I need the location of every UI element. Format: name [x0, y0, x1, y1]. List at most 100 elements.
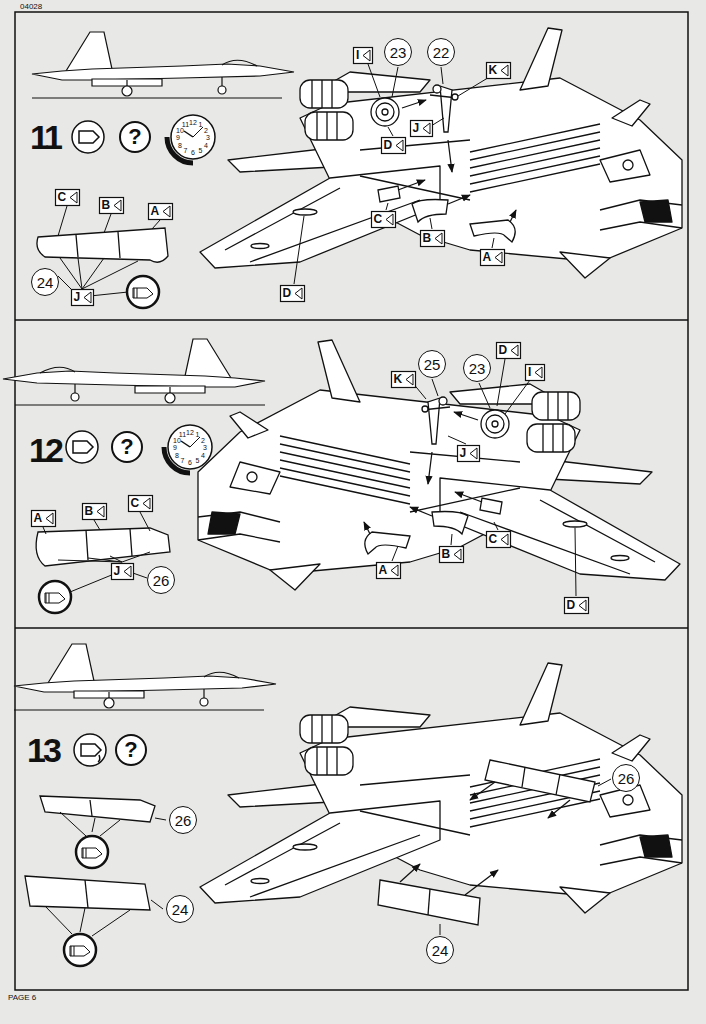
door-parts	[400, 864, 420, 882]
callout-number: 25	[418, 350, 446, 378]
flag-box	[376, 562, 400, 578]
leader-line	[431, 118, 444, 126]
part-letter: A	[379, 564, 388, 576]
part-flag: J	[410, 120, 433, 137]
clock-icon	[164, 447, 190, 473]
clock-numeral: 7	[181, 456, 185, 463]
flag-notch	[97, 506, 104, 517]
glue-icon	[74, 734, 106, 766]
part-letter: D	[384, 139, 393, 151]
flag-notch	[511, 345, 518, 356]
flag-notch	[391, 565, 398, 576]
clock-icon	[181, 441, 190, 447]
callout-number: 24	[31, 268, 59, 296]
clock-numeral: 5	[196, 456, 200, 463]
door-parts	[378, 880, 480, 925]
help-mark: ?	[120, 436, 133, 458]
help-symbol: ?	[119, 121, 151, 153]
door-assembly	[86, 529, 132, 560]
flag-notch	[386, 214, 393, 225]
leader-line	[575, 528, 576, 596]
aircraft-view	[198, 340, 680, 590]
page-frame	[15, 12, 688, 990]
door-parts	[60, 812, 166, 836]
glue-icon	[66, 121, 106, 766]
callout-number: 26	[147, 566, 175, 594]
flag-notch	[396, 140, 403, 151]
flag-notch	[163, 206, 170, 217]
step-number: 12	[29, 433, 61, 467]
help-mark: ?	[128, 126, 141, 148]
part-flag: D	[496, 342, 521, 359]
page-frame	[15, 319, 688, 321]
part-flag: A	[376, 562, 401, 579]
flag-box	[148, 203, 172, 219]
door-parts	[522, 767, 560, 795]
flag-box	[391, 371, 415, 387]
flag-notch	[295, 288, 302, 299]
leader-line	[392, 359, 576, 596]
part-flag: C	[128, 495, 153, 512]
part-letter: K	[489, 64, 498, 76]
door-parts	[85, 880, 88, 908]
side-view	[3, 339, 265, 405]
door-parts	[25, 760, 611, 936]
part-flag: D	[381, 137, 406, 154]
part-flag: A	[148, 203, 173, 220]
flag-box	[410, 120, 432, 136]
part-flag: K	[486, 62, 511, 79]
glue-detail	[127, 276, 159, 308]
part-flag: B	[82, 503, 107, 520]
flag-notch	[579, 600, 586, 611]
door-assembly	[36, 528, 170, 566]
clock-icon	[184, 131, 193, 137]
door-parts	[465, 870, 498, 895]
door-parts	[470, 782, 495, 800]
flag-box	[82, 503, 106, 519]
glue-detail	[64, 934, 96, 966]
glue-icon	[72, 121, 104, 153]
help-symbol: ?	[111, 431, 143, 463]
clock-numeral: 2	[204, 126, 208, 133]
callout-number: 26	[175, 813, 192, 828]
leader-line	[448, 436, 466, 444]
leader-line	[432, 379, 438, 396]
landing-gear-parts	[364, 397, 509, 554]
flag-box	[71, 289, 93, 305]
callout-number: 24	[166, 895, 194, 923]
glue-icon	[79, 131, 99, 143]
callout-number: 26	[612, 764, 640, 792]
leader-line	[294, 216, 304, 284]
flag-box	[55, 189, 79, 205]
part-flag: B	[99, 197, 124, 214]
callout-number: 22	[433, 45, 450, 60]
flag-notch	[501, 65, 508, 76]
part-letter: D	[283, 287, 292, 299]
clock-numeral: 3	[203, 444, 207, 451]
part-flag: I	[353, 47, 373, 64]
sheet-number: 04028	[20, 3, 42, 11]
clock-numeral: 12	[189, 119, 197, 126]
part-letter: I	[528, 366, 531, 378]
clock-numeral: 3	[206, 134, 210, 141]
flag-notch	[535, 367, 542, 378]
leader-line	[368, 64, 380, 97]
callout-number: 26	[153, 573, 170, 588]
flag-notch	[501, 534, 508, 545]
leader-line	[497, 359, 505, 406]
clock-numeral: 9	[173, 444, 177, 451]
door-parts	[548, 800, 570, 818]
part-flag: I	[525, 364, 545, 381]
part-letter: A	[151, 205, 160, 217]
flag-notch	[143, 498, 150, 509]
part-letter: A	[483, 251, 492, 263]
door-parts	[485, 760, 595, 802]
part-letter: C	[489, 533, 498, 545]
side-view	[32, 32, 294, 98]
step-number: 13	[27, 733, 59, 767]
part-flag: C	[486, 531, 511, 548]
door-assembly	[37, 228, 168, 262]
leader-line	[392, 546, 398, 561]
leader-line	[386, 203, 388, 210]
clock-numeral: 1	[199, 121, 203, 128]
